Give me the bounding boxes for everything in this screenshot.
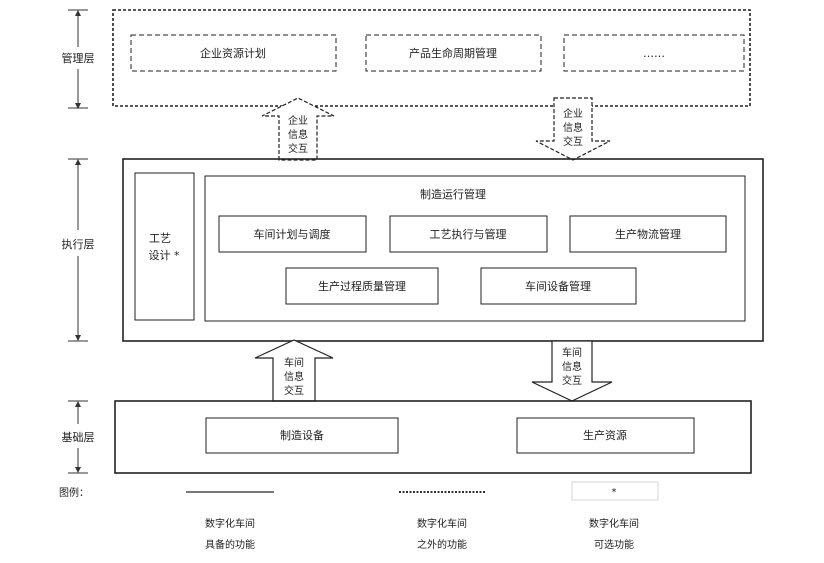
workshop-exchange-down-arrow xyxy=(531,340,613,402)
manufacturing-equipment-label: 制造设备 xyxy=(280,428,324,442)
process-design-line2: 设计 * xyxy=(149,249,180,262)
enterprise-exchange-up-arrow xyxy=(261,97,335,161)
workshop-exchange-up-arrow xyxy=(254,339,334,402)
enterprise-exchange-down-line3: 交互 xyxy=(563,135,583,148)
workshop-exchange-up-line1: 车间 xyxy=(284,356,304,369)
layer-label-management: 管理层 xyxy=(62,51,95,65)
legend-optional-box xyxy=(571,481,659,501)
enterprise-exchange-down-line2: 信息 xyxy=(563,121,583,134)
workshop-exchange-down-line1: 车间 xyxy=(562,346,582,359)
mom-title: 制造运行管理 xyxy=(420,187,486,201)
enterprise-exchange-up-line3: 交互 xyxy=(288,142,308,155)
workshop-exchange-down-line3: 交互 xyxy=(562,374,582,387)
erp-box xyxy=(130,34,337,72)
mom-box xyxy=(204,175,746,322)
workshop-scheduling-box xyxy=(218,215,367,253)
management-layer-box xyxy=(112,9,751,107)
workshop-exchange-up-line2: 信息 xyxy=(284,370,304,383)
legend-label: 图例： xyxy=(59,486,89,499)
legend-dashed-line2: 之外的功能 xyxy=(417,538,467,551)
quality-management-label: 生产过程质量管理 xyxy=(318,279,406,293)
foundation-layer-box xyxy=(114,400,752,474)
process-execution-box xyxy=(389,215,548,253)
legend-star: * xyxy=(612,487,617,498)
layer-axis: 管理层 执行层 基础层 xyxy=(62,9,95,474)
legend-optional-line2: 可选功能 xyxy=(594,538,634,551)
equipment-management-label: 车间设备管理 xyxy=(525,279,591,293)
enterprise-exchange-up-line2: 信息 xyxy=(288,128,308,141)
other-management-box xyxy=(563,34,745,72)
production-logistics-label: 生产物流管理 xyxy=(615,227,681,241)
production-resources-box xyxy=(516,417,695,454)
process-design-box xyxy=(134,172,195,321)
other-management-label: …… xyxy=(643,47,665,60)
workshop-exchange-up-line3: 交互 xyxy=(284,384,304,397)
workshop-exchange-down-line2: 信息 xyxy=(562,360,582,373)
enterprise-exchange-down-arrow xyxy=(535,97,611,161)
layer-label-foundation: 基础层 xyxy=(62,431,95,444)
legend-optional-line1: 数字化车间 xyxy=(589,517,639,530)
execution-layer-box xyxy=(122,158,764,342)
process-design-line1: 工艺 xyxy=(149,232,171,245)
legend: 图例： 数字化车间 具备的功能 数字化车间 之外的功能 * 数字化车间 可选功能 xyxy=(59,481,659,551)
enterprise-exchange-down-line1: 企业 xyxy=(563,107,583,120)
workshop-scheduling-label: 车间计划与调度 xyxy=(254,227,331,241)
legend-solid-line1: 数字化车间 xyxy=(205,517,255,530)
enterprise-exchange-up-line1: 企业 xyxy=(288,114,308,127)
production-logistics-box xyxy=(569,215,727,253)
quality-management-box xyxy=(285,267,439,305)
legend-dashed-line1: 数字化车间 xyxy=(417,517,467,530)
layer-label-execution: 执行层 xyxy=(62,237,95,251)
legend-solid-line2: 具备的功能 xyxy=(205,538,255,551)
plm-box xyxy=(365,34,542,72)
plm-label: 产品生命周期管理 xyxy=(409,46,497,60)
equipment-management-box xyxy=(480,267,637,305)
manufacturing-equipment-box xyxy=(205,417,399,454)
production-resources-label: 生产资源 xyxy=(583,428,627,442)
process-execution-label: 工艺执行与管理 xyxy=(430,227,507,241)
erp-label: 企业资源计划 xyxy=(200,46,266,60)
